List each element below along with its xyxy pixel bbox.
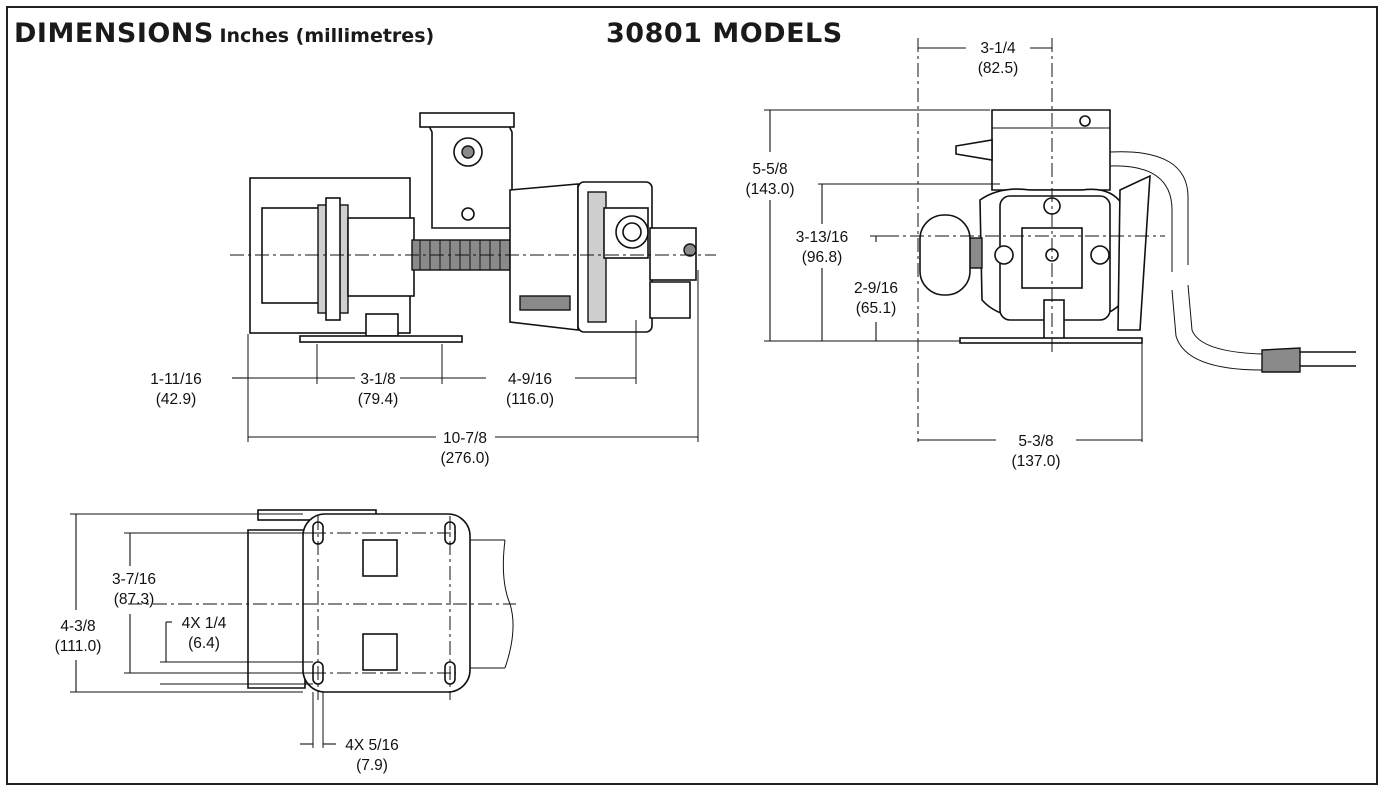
dim-top-in: 3-1/4 [980,40,1016,57]
adapter-bracket [519,295,571,311]
pump-adapter [509,183,579,331]
dim-mid-height-in: 3-13/16 [796,229,849,246]
drawing-frame [6,6,1378,785]
toggle-switch [955,139,993,161]
model-title: 30801 MODELS [606,18,843,49]
pump-head [577,181,697,333]
base-plate-top [302,513,471,693]
side-view: 1-11/16 (42.9) 3-1/8 (79.4) 4-9/16 (116.… [150,112,716,467]
dim-mid-in: 3-1/8 [360,371,395,388]
dim-slot-width-mm: (6.4) [188,635,220,652]
motor-band [325,197,341,321]
dim-left-in: 1-11/16 [150,371,201,388]
motor-shaft-housing [347,217,415,297]
dim-base-width-mm: (137.0) [1011,453,1060,470]
base-motor-outline [247,529,306,689]
dim-right-mm: (116.0) [506,391,554,408]
dim-overall-width-mm: (111.0) [55,638,102,655]
dim-top-mm: (82.5) [978,60,1019,77]
title-dimensions: DIMENSIONS [14,18,214,49]
dim-hole-spacing-mm: (87.3) [114,591,155,608]
dim-slot-width-in: 4X 1/4 [182,615,227,632]
dim-hole-spacing-in: 3-7/16 [112,571,156,588]
end-outlet [1043,299,1065,341]
power-cord-upper [1109,151,1189,265]
title-model: 30801 MODELS [606,18,843,49]
dim-right-in: 4-9/16 [508,371,552,388]
end-bracket [1117,174,1151,331]
end-base-plate [959,337,1143,344]
dim-slot-length-mm: (7.9) [356,757,388,774]
dim-center-height-mm: (65.1) [856,300,897,317]
dimensions-title: DIMENSIONS Inches (millimetres) [14,18,434,49]
dim-overall-width-in: 4-3/8 [60,618,95,635]
dim-mid-height-mm: (96.8) [802,249,843,266]
dim-left-mm: (42.9) [156,391,197,408]
title-units: Inches (millimetres) [219,25,435,47]
base-window-lower [362,633,398,671]
dim-slot-length-in: 4X 5/16 [345,737,398,754]
end-switch-box [991,109,1111,191]
dim-base-width-in: 5-3/8 [1018,433,1053,450]
switch-box [419,112,515,229]
motor-foot [365,313,399,337]
dim-mid-mm: (79.4) [358,391,399,408]
end-motor-cap [919,214,971,296]
dim-center-height-in: 2-9/16 [854,280,898,297]
end-view: 3-1/4 (82.5) 5-5/8 (143.0) 3-13/16 (96.8… [745,38,1356,470]
dim-height-in: 5-5/8 [752,161,787,178]
base-window-upper [362,539,398,577]
dim-height-mm: (143.0) [745,181,794,198]
base-view: 4-3/8 (111.0) 3-7/16 (87.3) 4X 1/4 (6.4)… [55,509,516,774]
dim-overall-in: 10-7/8 [443,430,487,447]
base-plate [299,335,463,343]
plug [1261,347,1301,373]
dim-overall-mm: (276.0) [440,450,489,467]
